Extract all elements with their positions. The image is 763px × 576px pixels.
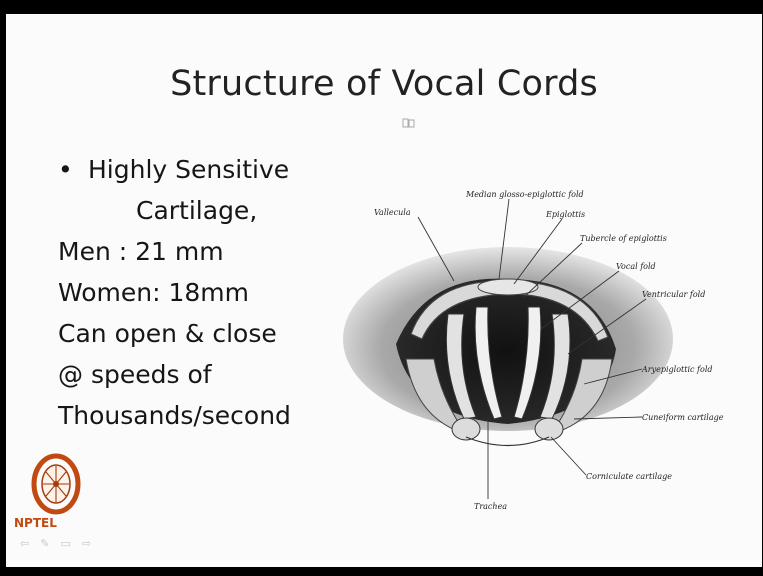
left-corniculate [452, 418, 480, 440]
bullet-line-7: Thousands/second [58, 395, 291, 436]
label-epiglottis: Epiglottis [545, 210, 585, 219]
next-arrow-icon[interactable]: ⇨ [82, 537, 91, 550]
right-corniculate [535, 418, 563, 440]
label-trachea: Trachea [474, 502, 507, 511]
label-corniculate: Corniculate cartilage [586, 472, 672, 481]
bullet-line-6: @ speeds of [58, 354, 291, 395]
label-median-fold: Median glosso-epiglottic fold [465, 190, 584, 199]
bullet-line-2: Cartilage, [58, 190, 291, 231]
mouse-cursor-icon [402, 117, 416, 129]
pen-icon[interactable]: ✎ [40, 537, 49, 550]
label-ventricular-fold: Ventricular fold [642, 290, 705, 299]
larynx-illustration: Median glosso-epiglottic fold Vallecula … [336, 169, 761, 519]
slide-nav-controls: ⇦ ✎ ▭ ⇨ [20, 537, 91, 550]
bullet-list: •Highly Sensitive Cartilage, Men : 21 mm… [58, 149, 291, 436]
bullet-line-5: Can open & close [58, 313, 291, 354]
previous-arrow-icon[interactable]: ⇦ [20, 537, 29, 550]
bullet-line-4: Women: 18mm [58, 272, 291, 313]
label-vocal-fold: Vocal fold [616, 262, 656, 271]
label-cuneiform: Cuneiform cartilage [642, 413, 724, 422]
bullet-dot-icon: • [58, 149, 88, 190]
label-vallecula: Vallecula [374, 208, 411, 217]
slide: Structure of Vocal Cords •Highly Sensiti… [6, 14, 762, 567]
bullet-line-1: •Highly Sensitive [58, 149, 291, 190]
label-tubercle: Tubercle of epiglottis [580, 234, 667, 243]
menu-icon[interactable]: ▭ [60, 537, 70, 550]
nptel-logo-text: NPTEL [14, 516, 57, 530]
slide-title: Structure of Vocal Cords [6, 64, 762, 104]
bullet-line-3: Men : 21 mm [58, 231, 291, 272]
label-aryepiglottic-fold: Aryepiglottic fold [641, 365, 713, 374]
